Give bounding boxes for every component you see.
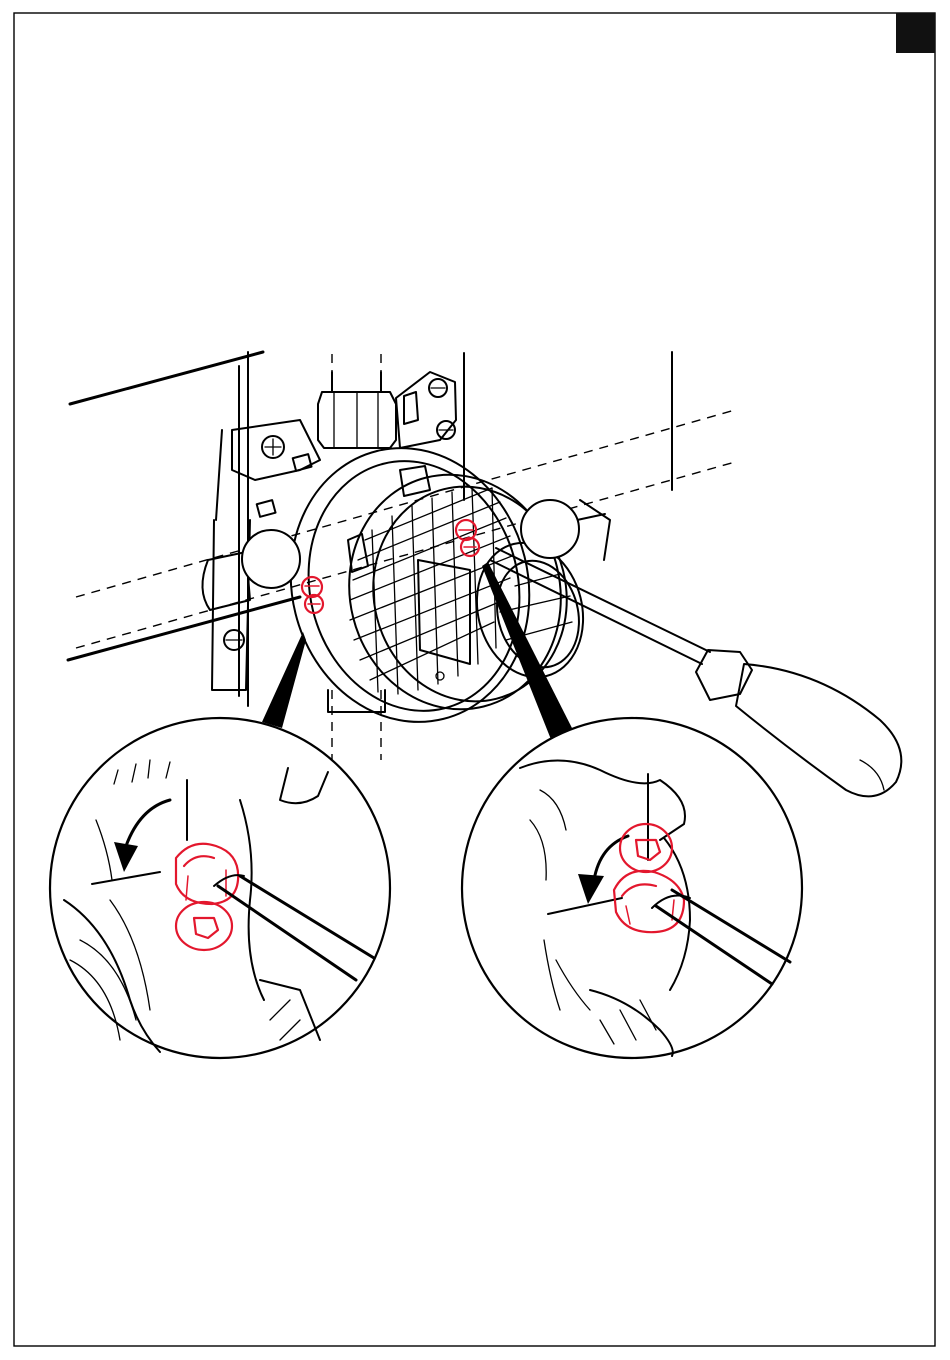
detail-right	[462, 718, 802, 1058]
callout-left	[242, 530, 300, 588]
callout-right	[521, 500, 579, 558]
wall-lines	[68, 352, 672, 706]
page-tab	[896, 13, 935, 53]
wall-reference-lines	[76, 354, 735, 760]
page-frame	[14, 13, 935, 1346]
zoom-pointer-left	[262, 632, 306, 728]
detail-left	[50, 718, 390, 1058]
stop-screw-right	[456, 520, 479, 556]
